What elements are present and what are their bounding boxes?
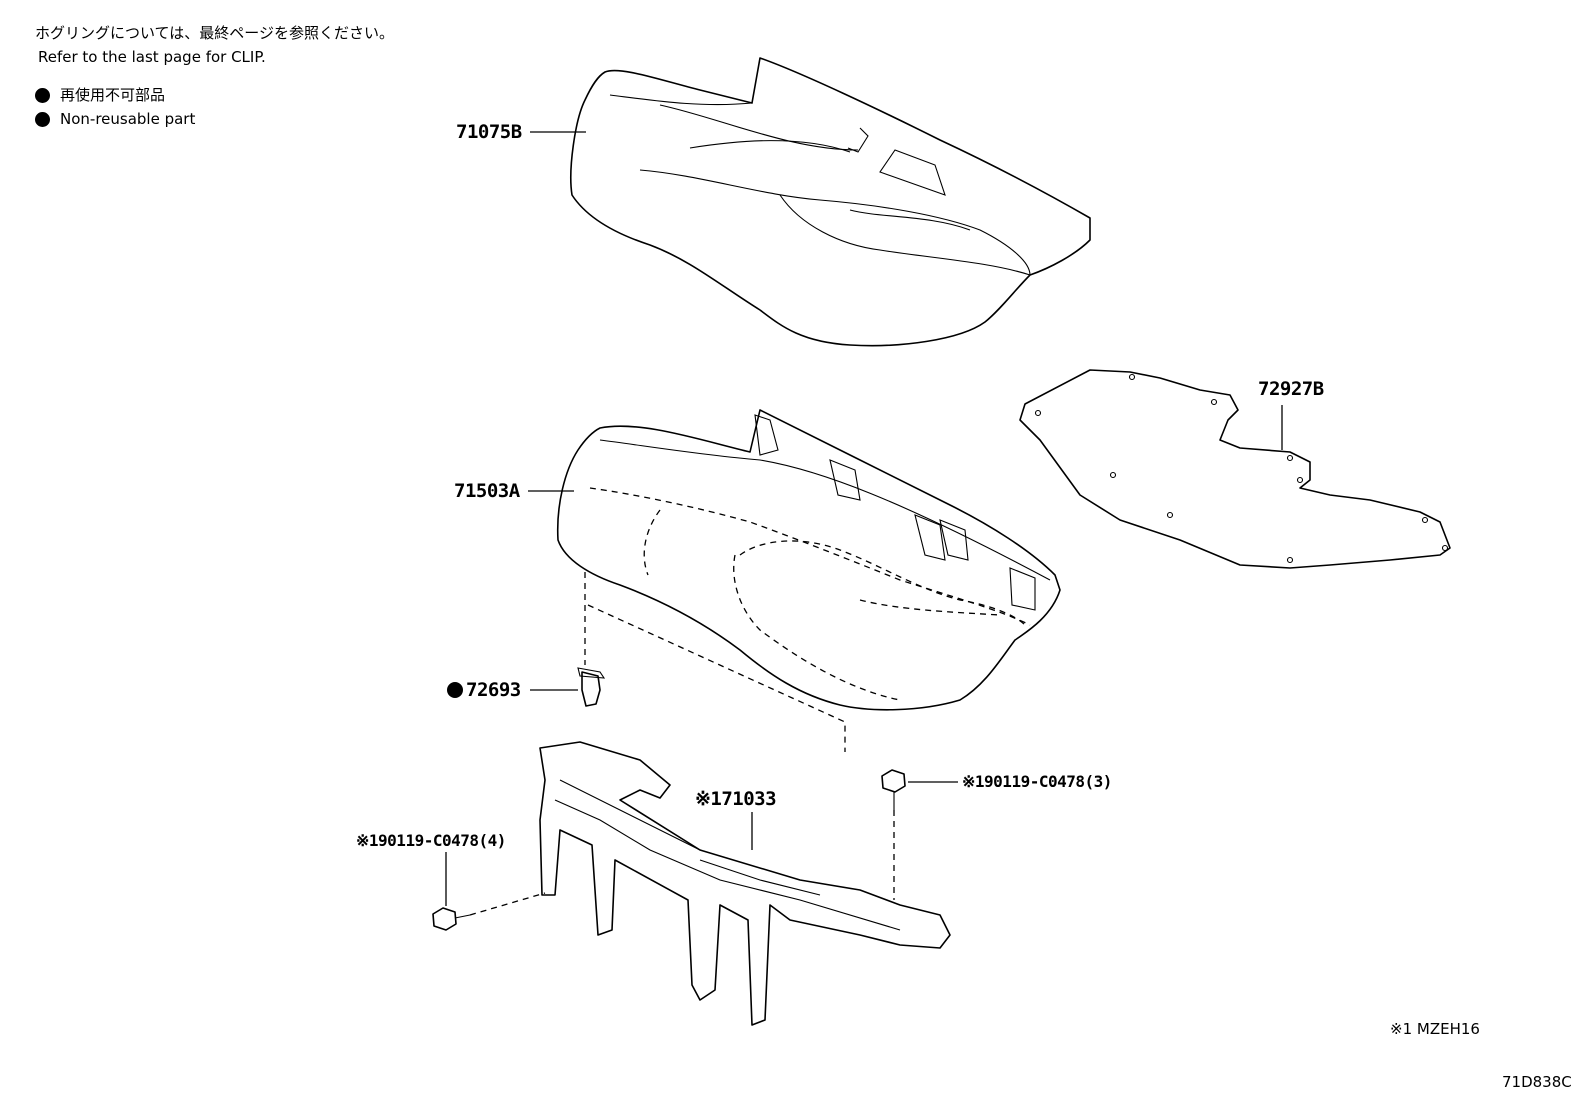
seat-cover-drawing (570, 57, 1091, 347)
guide-clip-diagonal (587, 604, 846, 752)
callout-cover: 71075B (456, 121, 522, 143)
drawing-code: 71D838C (1502, 1073, 1572, 1091)
filled-circle-icon (35, 111, 50, 127)
filled-circle-icon (447, 682, 463, 698)
legend-label-en: Non-reusable part (60, 110, 196, 128)
clip-note-japanese: ホグリングについては、最終ページを参照ください。 (35, 24, 394, 42)
callout-bolt-left: ※190119-C0478(4) (356, 831, 506, 850)
model-footnote: ※1 MZEH16 (1390, 1020, 1480, 1038)
callout-pad: 71503A (454, 480, 520, 502)
legend-non-reusable-ja: 再使用不可部品 (35, 86, 165, 104)
callout-frame: ※171033 (695, 788, 777, 810)
seat-heater-drawing (1019, 369, 1451, 569)
seat-pad-drawing (556, 409, 1061, 711)
bolt-right-drawing (881, 769, 906, 810)
guide-bolt-left (469, 892, 546, 916)
callout-heater: 72927B (1258, 378, 1324, 400)
clip-drawing (577, 667, 606, 707)
callout-clip: 72693 (447, 679, 521, 701)
filled-circle-icon (35, 87, 50, 103)
callout-bolt-right: ※190119-C0478(3) (962, 772, 1112, 791)
bolt-left-drawing (432, 907, 471, 931)
seat-frame-drawing (539, 741, 951, 1026)
clip-part-number: 72693 (466, 679, 521, 701)
legend-non-reusable-en: Non-reusable part (35, 110, 195, 128)
clip-note-english: Refer to the last page for CLIP. (38, 48, 266, 66)
legend-label-ja: 再使用不可部品 (60, 86, 166, 104)
